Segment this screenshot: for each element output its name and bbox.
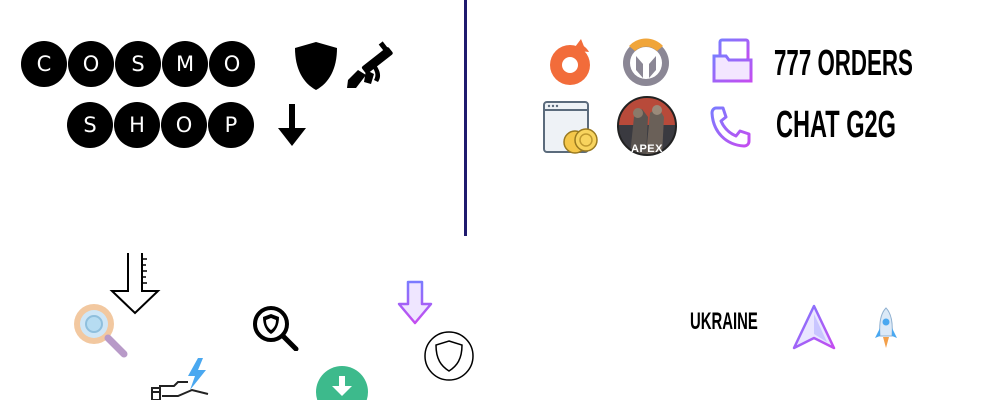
vertical-divider (464, 0, 467, 236)
orders-box-icon[interactable] (711, 38, 755, 84)
brand-letter: P (208, 102, 254, 148)
region-label: UKRAINE (690, 308, 758, 335)
origin-logo-icon[interactable] (545, 37, 597, 89)
gradient-down-arrow-icon (397, 280, 433, 325)
brand-letter: C (21, 41, 67, 87)
brand-letter: O (209, 41, 255, 87)
phone-icon[interactable] (708, 104, 754, 150)
download-icon[interactable] (314, 364, 370, 400)
rocket-icon (875, 307, 897, 348)
brand-letter: O (68, 41, 114, 87)
brand-letter: S (67, 102, 113, 148)
brand-line-cosmo: C O S M O (21, 41, 255, 87)
hand-lightning-icon (151, 358, 209, 400)
brand-letter: H (114, 102, 160, 148)
brand-line-shop: S H O P (67, 102, 254, 148)
brand-letter: M (162, 41, 208, 87)
browser-coins-icon[interactable] (542, 100, 602, 156)
orders-count-label: 777 ORDERS (774, 42, 913, 83)
scroll-down-arrow-icon (109, 253, 161, 315)
navigation-arrow-icon (792, 304, 836, 350)
chat-label: CHAT G2G (776, 104, 896, 146)
rifle-icon (347, 41, 393, 88)
shield-outline-icon (424, 331, 474, 381)
apex-legends-logo-icon[interactable] (616, 95, 678, 157)
magnifier-icon (74, 304, 128, 358)
brand-letter: S (115, 41, 161, 87)
brand-letter: O (161, 102, 207, 148)
security-search-icon (253, 306, 299, 351)
apex-logo-text: APEX (631, 143, 663, 155)
overwatch-logo-icon[interactable] (619, 36, 673, 88)
arrow-down-icon (278, 104, 306, 146)
shield-icon (295, 42, 337, 90)
